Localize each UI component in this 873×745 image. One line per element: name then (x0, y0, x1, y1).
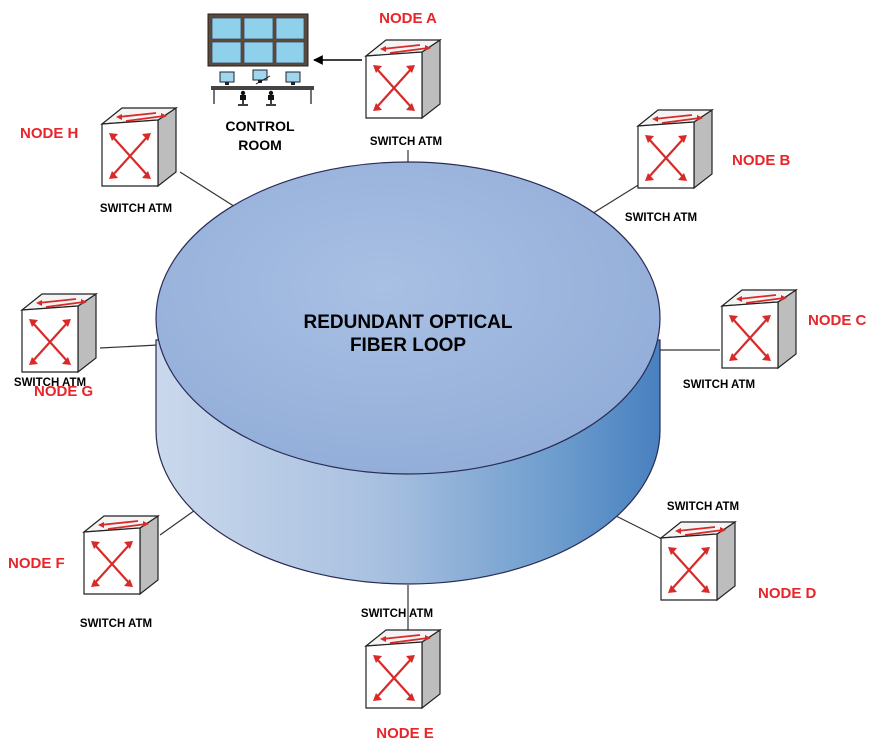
fiber-loop-top (155, 161, 661, 475)
node-e: SWITCH ATM NODE E (361, 608, 442, 742)
node-a-label: NODE A (379, 10, 437, 27)
atm-switch-icon (20, 292, 98, 374)
node-c-switch-label: SWITCH ATM (683, 379, 755, 391)
node-g: SWITCH ATM NODE G (14, 292, 98, 400)
atm-switch-icon (364, 38, 442, 120)
atm-switch-icon (659, 520, 737, 602)
atm-switch-icon (364, 628, 442, 710)
node-d: SWITCH ATM NODE D (659, 501, 817, 602)
link-node-b (589, 183, 641, 216)
node-c-label: NODE C (808, 312, 867, 329)
node-b-switch-label: SWITCH ATM (625, 212, 697, 224)
control-room: CONTROL ROOM (207, 13, 362, 153)
node-d-switch-label: SWITCH ATM (667, 501, 739, 513)
node-h-label: NODE H (20, 125, 78, 142)
link-node-g (99, 344, 159, 349)
link-node-h (179, 171, 241, 211)
node-b: NODE B SWITCH ATM (625, 108, 791, 224)
fiber-loop-cylinder: REDUNDANT OPTICAL FIBER LOOP (155, 161, 661, 585)
node-e-label: NODE E (376, 725, 434, 742)
node-b-label: NODE B (732, 152, 791, 169)
node-a-switch-label: SWITCH ATM (370, 136, 442, 148)
atm-switch-icon (100, 106, 178, 188)
atm-switch-icon (720, 288, 798, 370)
node-d-label: NODE D (758, 585, 817, 602)
node-h: NODE H SWITCH ATM (20, 106, 178, 215)
loop-label-line1: REDUNDANT OPTICAL (304, 312, 513, 333)
node-a: NODE A SWITCH ATM (364, 10, 442, 148)
control-room-label-line2: ROOM (238, 137, 282, 153)
node-h-switch-label: SWITCH ATM (100, 203, 172, 215)
control-room-icon (207, 13, 314, 106)
control-room-label-line1: CONTROL (225, 118, 295, 134)
node-c: NODE C SWITCH ATM (683, 288, 867, 391)
node-g-switch-label: SWITCH ATM (14, 377, 86, 389)
node-f-switch-label: SWITCH ATM (80, 618, 152, 630)
atm-switch-icon (636, 108, 714, 190)
link-node-f (159, 507, 199, 536)
node-f: NODE F SWITCH ATM (8, 514, 160, 630)
node-e-switch-label: SWITCH ATM (361, 608, 433, 620)
loop-label-line2: FIBER LOOP (350, 335, 466, 356)
atm-switch-icon (82, 514, 160, 596)
node-g-label: NODE G (34, 383, 93, 400)
node-f-label: NODE F (8, 555, 65, 572)
